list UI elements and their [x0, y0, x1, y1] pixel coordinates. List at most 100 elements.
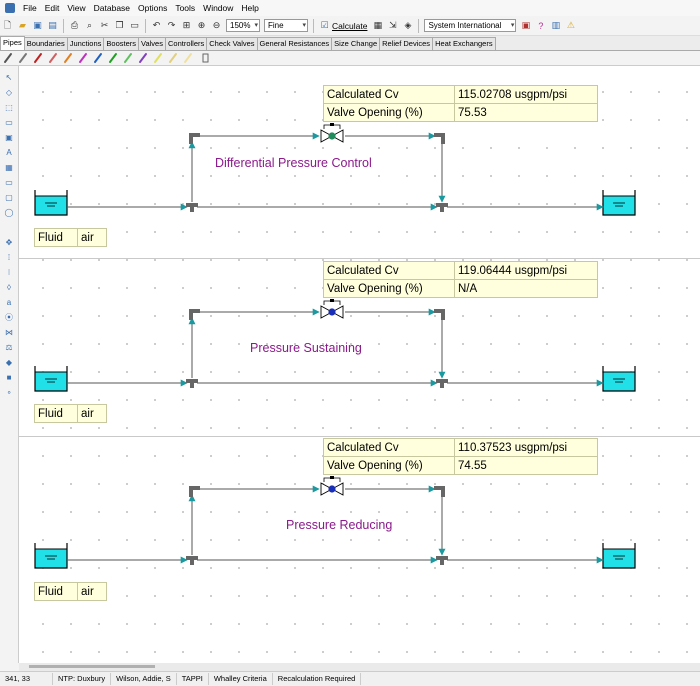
- elbow-junction[interactable]: [189, 133, 200, 144]
- quality-select[interactable]: Fine▾: [264, 19, 308, 32]
- control-valve[interactable]: [320, 299, 344, 319]
- new-file-icon[interactable]: 🗋: [3, 19, 12, 30]
- flow-icon[interactable]: ⦿: [5, 312, 13, 322]
- elbow-junction[interactable]: [434, 309, 445, 320]
- tab-heat-exchangers[interactable]: Heat Exchangers: [432, 37, 496, 50]
- pipe-tool-icon[interactable]: [34, 53, 42, 63]
- copy-icon[interactable]: ❐: [115, 20, 124, 30]
- elbow-junction[interactable]: [189, 486, 200, 497]
- menu-help[interactable]: Help: [241, 3, 259, 13]
- print-preview-icon[interactable]: ⌕: [86, 20, 93, 30]
- print-icon[interactable]: ⎙: [70, 20, 79, 30]
- open-folder-icon[interactable]: ▰: [19, 20, 26, 30]
- units-select[interactable]: System International▾: [424, 19, 517, 32]
- zoom-select[interactable]: 150%▾: [226, 19, 260, 32]
- workspace-canvas[interactable]: Differential Pressure Control Calculated…: [19, 66, 700, 663]
- undo-icon[interactable]: ↶: [152, 20, 161, 30]
- select-arrow-icon[interactable]: ↖: [5, 72, 13, 82]
- warning-icon[interactable]: ⚠: [566, 20, 575, 30]
- tab-check-valves[interactable]: Check Valves: [206, 37, 258, 50]
- scrollbar-thumb[interactable]: [29, 665, 155, 668]
- rectangle-icon[interactable]: ▭: [5, 177, 13, 187]
- pipe-tool-icon[interactable]: [109, 53, 117, 63]
- redo-icon[interactable]: ↷: [167, 20, 176, 30]
- grid-icon[interactable]: ⊞: [182, 20, 191, 30]
- menu-edit[interactable]: Edit: [44, 3, 60, 13]
- highlight-icon[interactable]: ◆: [5, 357, 13, 367]
- bubbles-icon[interactable]: ∘: [6, 387, 12, 397]
- pipe-tool-icon[interactable]: [19, 53, 27, 63]
- pipe-list-icon[interactable]: [202, 53, 209, 63]
- label-icon[interactable]: a: [6, 297, 12, 307]
- pipe-tool-icon[interactable]: [4, 53, 12, 63]
- select-box-icon[interactable]: ⬚: [5, 102, 13, 112]
- menu-options[interactable]: Options: [138, 3, 168, 13]
- pipe-tool-icon[interactable]: [79, 53, 87, 63]
- graph-icon[interactable]: ◈: [404, 20, 412, 30]
- menu-tools[interactable]: Tools: [175, 3, 196, 13]
- annotation-icon[interactable]: ▭: [5, 117, 13, 127]
- pipe-tool-icon[interactable]: [124, 53, 132, 63]
- unit-settings-icon[interactable]: ▣: [521, 20, 531, 30]
- tee-junction[interactable]: [436, 203, 448, 212]
- tab-valves[interactable]: Valves: [138, 37, 166, 50]
- tee-junction[interactable]: [186, 203, 198, 212]
- right-tank[interactable]: [602, 543, 636, 569]
- zoom-in-icon[interactable]: ⊕: [197, 20, 206, 30]
- paste-icon[interactable]: ▭: [130, 20, 139, 30]
- elbow-junction[interactable]: [434, 486, 445, 497]
- report-icon[interactable]: ▦: [373, 20, 383, 30]
- tab-boosters[interactable]: Boosters: [103, 37, 140, 50]
- pipe-tool-icon[interactable]: [139, 53, 147, 63]
- tab-general-resistances[interactable]: General Resistances: [256, 37, 333, 50]
- right-tank[interactable]: [602, 366, 636, 392]
- help-icon[interactable]: ?: [538, 20, 544, 31]
- left-tank[interactable]: [34, 543, 68, 569]
- color-icon[interactable]: ■: [6, 372, 12, 382]
- book-icon[interactable]: ▥: [551, 20, 561, 30]
- text-icon[interactable]: A: [6, 147, 12, 157]
- menu-window[interactable]: Window: [203, 3, 234, 13]
- menu-database[interactable]: Database: [93, 3, 131, 13]
- calculate-button[interactable]: Calculate: [332, 20, 368, 31]
- image-icon[interactable]: ▣: [5, 132, 13, 142]
- move-icon[interactable]: ✥: [5, 237, 13, 247]
- save-icon[interactable]: ▣: [33, 20, 42, 30]
- right-tank[interactable]: [602, 190, 636, 216]
- pipe-tool-icon[interactable]: [49, 53, 57, 63]
- filter-icon[interactable]: ◊: [7, 282, 11, 292]
- control-valve[interactable]: [320, 476, 344, 496]
- snap-icon[interactable]: ⁝: [7, 267, 11, 277]
- scale-icon[interactable]: ⚖: [5, 342, 13, 352]
- elbow-junction[interactable]: [434, 133, 445, 144]
- pipe-tool-icon[interactable]: [169, 53, 177, 63]
- horizontal-scrollbar[interactable]: [19, 663, 700, 671]
- tab-boundaries[interactable]: Boundaries: [23, 37, 68, 50]
- left-tank[interactable]: [34, 366, 68, 392]
- lasso-icon[interactable]: ◇: [5, 87, 13, 97]
- align-icon[interactable]: ⁞: [7, 252, 11, 262]
- zoom-out-icon[interactable]: ⊖: [212, 20, 221, 30]
- ellipse-icon[interactable]: ◯: [4, 207, 14, 217]
- tab-relief-devices[interactable]: Relief Devices: [379, 37, 434, 50]
- tee-junction[interactable]: [186, 379, 198, 388]
- left-tank[interactable]: [34, 190, 68, 216]
- tee-junction[interactable]: [436, 379, 448, 388]
- menu-file[interactable]: File: [23, 3, 37, 13]
- save-all-icon[interactable]: ▤: [48, 20, 57, 30]
- tab-pipes[interactable]: Pipes: [0, 36, 25, 50]
- table-icon[interactable]: ▦: [5, 162, 13, 172]
- control-valve[interactable]: [320, 123, 344, 143]
- pipe-tool-icon[interactable]: [154, 53, 162, 63]
- tee-junction[interactable]: [186, 556, 198, 565]
- rounded-rect-icon[interactable]: ▢: [5, 192, 13, 202]
- output-icon[interactable]: ⇲: [389, 20, 397, 30]
- connect-icon[interactable]: ⋈: [5, 327, 13, 337]
- tab-size-change[interactable]: Size Change: [331, 37, 381, 50]
- pipe-tool-icon[interactable]: [184, 53, 192, 63]
- elbow-junction[interactable]: [189, 309, 200, 320]
- tab-junctions[interactable]: Junctions: [66, 37, 105, 50]
- pipe-tool-icon[interactable]: [94, 53, 102, 63]
- pipe-tool-icon[interactable]: [64, 53, 72, 63]
- menu-view[interactable]: View: [67, 3, 86, 13]
